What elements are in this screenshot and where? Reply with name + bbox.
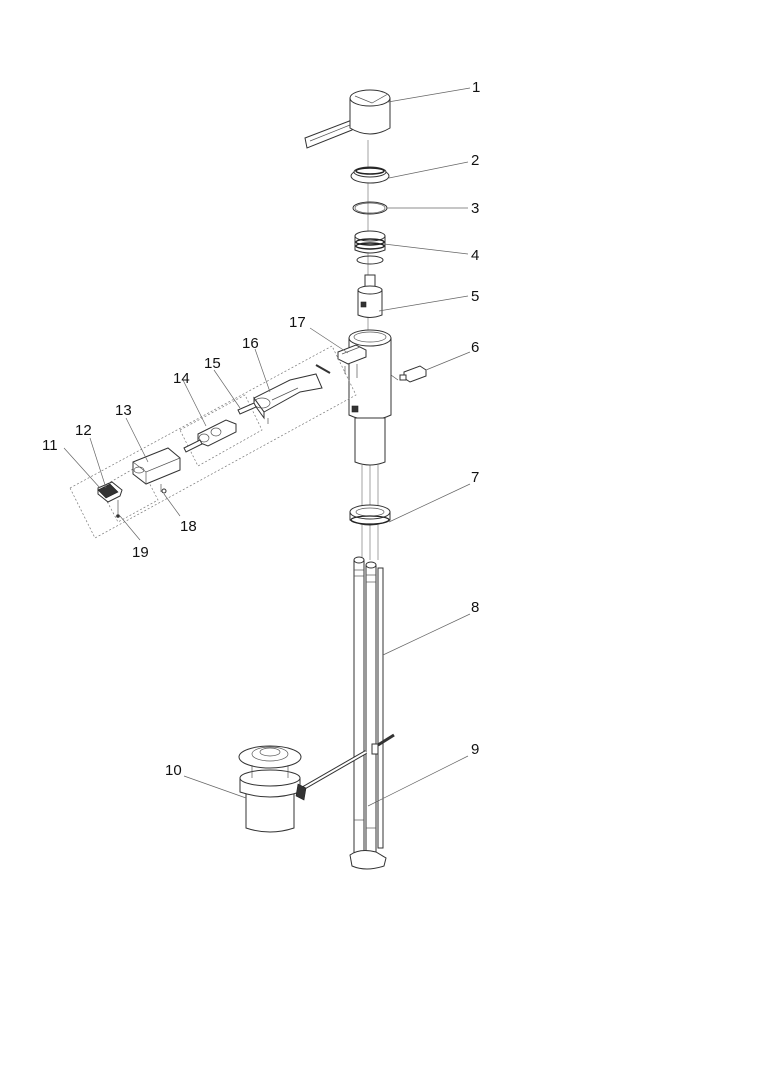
part-14-spout-connector [183, 419, 237, 453]
callout-3: 3 [471, 200, 479, 217]
callout-11: 11 [42, 437, 58, 454]
part-1-lever-handle [304, 89, 391, 149]
callout-13: 13 [115, 402, 132, 419]
part-10-pop-up-waste [238, 745, 307, 833]
callout-labels: 1 2 3 4 5 6 7 8 9 10 11 12 13 14 15 16 1… [42, 79, 480, 779]
part-2-cover-cap [350, 166, 390, 184]
part-8-flexible-hoses [349, 556, 387, 870]
callout-9: 9 [471, 741, 479, 758]
callout-16: 16 [242, 335, 259, 352]
callout-10: 10 [165, 762, 182, 779]
callout-12: 12 [75, 422, 92, 439]
leader-lines [63, 87, 471, 807]
part-13-spout-tip [132, 447, 181, 494]
callout-7: 7 [471, 469, 479, 486]
part-4-cartridge-nut [354, 230, 386, 265]
part-12-aerator [97, 481, 123, 518]
callout-17: 17 [289, 314, 306, 331]
callout-5: 5 [471, 288, 479, 305]
part-11-spout-assembly-boundary [69, 345, 357, 539]
callout-8: 8 [471, 599, 479, 616]
callout-2: 2 [471, 152, 479, 169]
part-7-mounting-nut [349, 504, 391, 526]
callout-18: 18 [180, 518, 197, 535]
callout-4: 4 [471, 247, 479, 264]
part-6-side-plug [399, 365, 427, 383]
callout-1: 1 [472, 79, 480, 96]
callout-15: 15 [204, 355, 221, 372]
part-5-cartridge [357, 274, 383, 318]
part-15-seal [237, 402, 257, 415]
callout-14: 14 [173, 370, 190, 387]
part-16-spout-body [253, 373, 323, 424]
callout-19: 19 [132, 544, 149, 561]
part-9-pop-up-rod [299, 733, 395, 792]
callout-6: 6 [471, 339, 479, 356]
part-3-o-ring [352, 201, 388, 215]
